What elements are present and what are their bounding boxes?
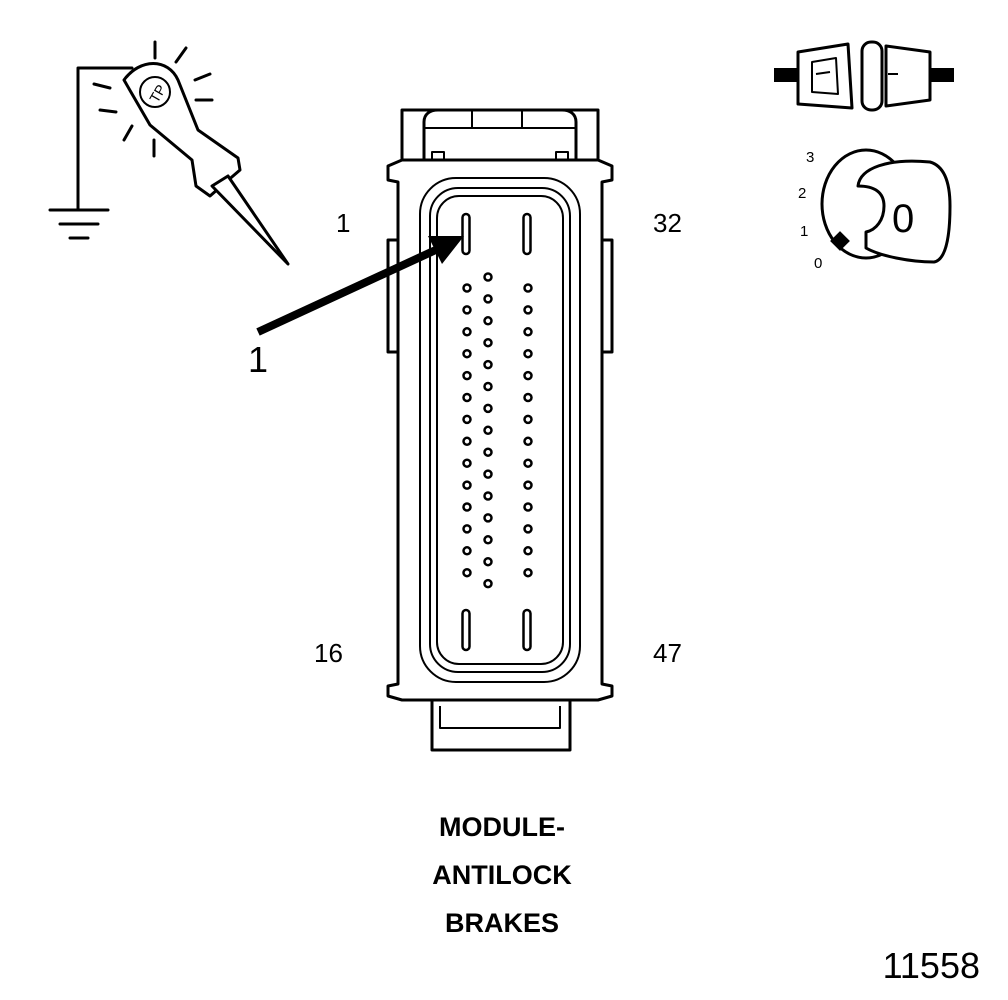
- pin-slot: [522, 212, 532, 256]
- pin-cavity: [483, 469, 493, 479]
- pin-slot: [461, 608, 471, 652]
- pin-cavity: [523, 414, 533, 425]
- pin-cavity: [483, 316, 493, 326]
- key-position-1: 1: [800, 223, 808, 240]
- title-line-2: ANTILOCK: [432, 860, 572, 890]
- pin-cavity: [483, 403, 493, 414]
- pin-cavity: [483, 272, 493, 282]
- key-position-2: 2: [798, 185, 806, 202]
- title-line-3: BRAKES: [445, 908, 559, 938]
- disconnected-connector-icon: [774, 40, 954, 112]
- callout-number: 1: [248, 339, 268, 380]
- pin-cavity: [523, 480, 533, 490]
- pin-cavity: [462, 348, 472, 359]
- pin-label-47: 47: [653, 638, 682, 668]
- pin-cavity: [523, 436, 533, 447]
- pin-cavity: [483, 294, 493, 304]
- pin-cavity: [483, 359, 493, 370]
- pin-cavity: [483, 535, 493, 545]
- figure-number: 11558: [883, 945, 980, 986]
- pin-cavity: [483, 513, 493, 523]
- pin-cavity: [462, 546, 472, 556]
- pin-cavity: [523, 567, 533, 578]
- pin-cavity: [462, 458, 472, 468]
- pin-cavity: [483, 337, 493, 348]
- pin-cavity: [523, 370, 533, 381]
- pin-cavity: [462, 370, 472, 381]
- pin-cavity: [523, 524, 533, 534]
- svg-text:TP: TP: [146, 82, 169, 105]
- abs-module-connector: [386, 108, 614, 752]
- pin-cavity: [523, 546, 533, 556]
- pin-cavity: [483, 491, 493, 501]
- pin-label-1: 1: [336, 208, 350, 238]
- pin-cavity: [462, 305, 472, 315]
- pin-label-32: 32: [653, 208, 682, 238]
- pin-cavity: [462, 414, 472, 425]
- pin-cavity: [462, 480, 472, 490]
- pin-label-16: 16: [314, 638, 343, 668]
- pin-cavities: [461, 212, 533, 652]
- callout-arrow: [256, 236, 464, 336]
- key-position-3: 3: [806, 149, 814, 166]
- ignition-key-icon: 3 2 1 0 0: [798, 148, 952, 272]
- test-light-icon: TP: [48, 40, 290, 266]
- pin-cavity: [523, 502, 533, 512]
- pin-cavity: [462, 567, 472, 578]
- key-position-0: 0: [814, 255, 822, 272]
- pin-cavity: [483, 425, 493, 436]
- pin-cavity: [462, 502, 472, 512]
- pin-slot: [522, 608, 532, 652]
- pin-cavity: [462, 436, 472, 447]
- pin-cavity: [523, 348, 533, 359]
- pin-cavity: [462, 524, 472, 534]
- title-line-1: MODULE-: [439, 812, 565, 842]
- pin-cavity: [523, 283, 533, 293]
- pin-cavity: [523, 305, 533, 315]
- pin-cavity: [462, 327, 472, 337]
- pin-cavity: [483, 578, 493, 589]
- pin-cavity: [483, 447, 493, 457]
- pin-cavity: [483, 556, 493, 567]
- pin-cavity: [483, 381, 493, 392]
- key-face-label: 0: [892, 197, 914, 241]
- pin-cavity: [462, 283, 472, 293]
- pin-cavity: [523, 327, 533, 337]
- pin-cavity: [523, 392, 533, 403]
- pin-slot: [461, 212, 471, 256]
- pin-cavity: [523, 458, 533, 468]
- pin-cavity: [462, 392, 472, 403]
